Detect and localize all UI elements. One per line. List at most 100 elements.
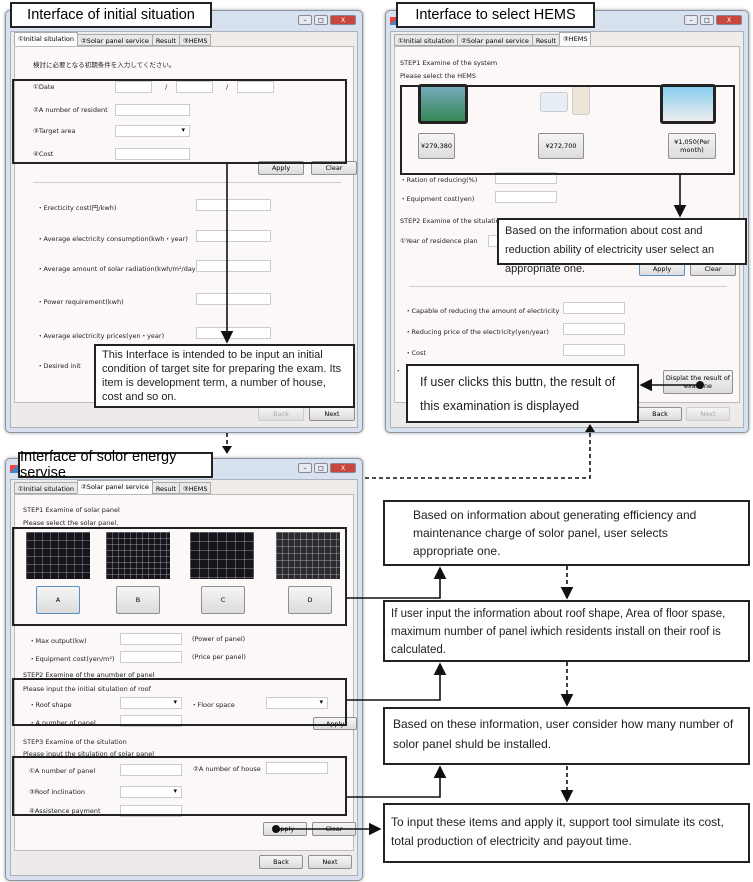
maximize-button[interactable]: □ [314,463,328,473]
num-panel-label: ・A number of panel [29,719,96,727]
panel-a-button[interactable]: A [36,586,80,614]
tab-bar: ①Initial situlation ②Solar panel service… [14,480,212,494]
floor-space-select[interactable] [266,697,328,709]
next-button[interactable]: Next [309,407,355,421]
consumption-input[interactable] [196,230,271,242]
tab-result[interactable]: Result [151,482,180,494]
maximize-button[interactable]: □ [700,15,714,25]
solar-window: – □ X ①Initial situlation ②Solar panel s… [5,458,363,881]
hems-title: Interface to select HEMS [396,2,595,28]
date-month-input[interactable] [176,81,213,93]
next-button[interactable]: Next [308,855,352,869]
solar-radiation-input[interactable] [196,260,271,272]
tab-bar: ①Initial situlation ②Solar panel service… [394,32,592,46]
ratio-input[interactable] [495,172,557,184]
close-button[interactable]: X [330,15,356,25]
solar-panel-image-c[interactable] [190,532,254,579]
flow-note-2: If user input the information about roof… [383,600,750,662]
equip-label: ・Equipment cost(yen) [400,195,475,203]
solar-panel-image-b[interactable] [106,532,170,579]
area-select[interactable] [115,125,190,137]
back-button[interactable]: Back [258,407,304,421]
equip-cost-input[interactable] [120,651,182,663]
s3-house-input[interactable] [266,762,328,774]
s3-panel-input[interactable] [120,764,182,776]
tab-solar[interactable]: ②Solar panel service [76,480,153,494]
max-output-hint: (Power of panel) [192,635,246,643]
roof-shape-label: ・Roof shape [29,701,72,709]
back-button[interactable]: Back [638,407,682,421]
highlight-box [12,527,347,626]
step2-sub: Please input the initial situlation of r… [23,685,151,693]
cost-output [563,344,625,356]
divider [33,182,341,183]
close-button[interactable]: X [716,15,742,25]
app-icon [10,465,18,473]
close-button[interactable]: X [330,463,356,473]
panel-d-button[interactable]: D [288,586,332,614]
footer: Back Next [11,851,357,875]
tab-initial[interactable]: ①Initial situlation [14,482,78,494]
roof-shape-select[interactable] [120,697,182,709]
back-button[interactable]: Back [259,855,303,869]
max-output-input[interactable] [120,633,182,645]
power-requirement-input[interactable] [196,293,271,305]
date-year-input[interactable] [115,81,152,93]
window-controls: – □ X [298,463,356,473]
tab-hems[interactable]: ③HEMS [178,34,212,46]
year-label: ①Year of residence plan [400,237,478,245]
hems-device-image-2[interactable] [540,92,568,112]
s3-incl-label: ③Roof inclination [29,788,86,796]
maximize-button[interactable]: □ [314,15,328,25]
hems-note-1: Based on the information about cost and … [497,218,747,275]
hems-note-2: If user clicks this buttn, the result of… [406,364,639,423]
window-controls: – □ X [684,15,742,25]
tab-hems[interactable]: ③HEMS [178,482,212,494]
tab-solar[interactable]: ②Solar panel service [76,34,153,46]
field-label: ・Desired init [37,362,81,370]
resident-input[interactable] [115,104,190,116]
next-button[interactable]: Next [686,407,730,421]
panel-b-button[interactable]: B [116,586,160,614]
step3-sub: Please input the situlation of solar pan… [23,750,155,758]
flow-note-4: To input these items and apply it, suppo… [383,803,750,863]
tab-initial[interactable]: ①Initial situlation [14,32,78,46]
tab-hems[interactable]: ③HEMS [558,32,592,46]
panel-c-button[interactable]: C [201,586,245,614]
clear-button[interactable]: Clear [312,822,356,836]
capable-output [563,302,625,314]
tab-result[interactable]: Result [531,34,560,46]
prices-input[interactable] [196,327,271,339]
tab-solar[interactable]: ②Solar panel service [456,34,533,46]
hems-price-button-1[interactable]: ¥279,380 [418,133,455,159]
result-label: ・Reducing price of the electricity(yen/y… [405,328,549,336]
minimize-button[interactable]: – [684,15,698,25]
electricity-cost-input[interactable] [196,199,271,211]
apply-button[interactable]: Apply [263,822,307,836]
s3-house-label: ②A number of house [193,765,261,773]
s3-assist-label: ④Assistence payment [29,807,101,815]
minimize-button[interactable]: – [298,463,312,473]
apply-button[interactable]: Apply [258,161,304,175]
step1-sub: Please select the solar panel. [23,519,119,527]
tab-result[interactable]: Result [151,34,180,46]
clear-button[interactable]: Clear [311,161,357,175]
tab-page: STEP1 Examine of solar panel Please sele… [14,494,357,851]
equip-input[interactable] [495,191,557,203]
s3-panel-label: ①A number of panel [29,767,96,775]
hems-price-button-3[interactable]: ¥1,050(Per month) [668,133,716,159]
date-day-input[interactable] [237,81,274,93]
step1-label: STEP1 Examine of solar panel [23,506,120,514]
intro-text: 検討に必要となる初期条件を入力してください。 [33,61,176,69]
initial-note: This Interface is intended to be input a… [94,344,355,408]
display-result-button[interactable]: Displat the result of examine [663,370,733,394]
tab-initial[interactable]: ①Initial situlation [394,34,458,46]
s3-incl-select[interactable] [120,786,182,798]
hems-price-button-2[interactable]: ¥272,700 [538,133,584,159]
ratio-label: ・Ration of reducing(%) [400,176,478,184]
solar-panel-image-d[interactable] [276,532,340,579]
field-label: ・Erecticity cost(円/kwh) [37,204,117,212]
cost-input[interactable] [115,148,190,160]
solar-panel-image-a[interactable] [26,532,90,579]
minimize-button[interactable]: – [298,15,312,25]
